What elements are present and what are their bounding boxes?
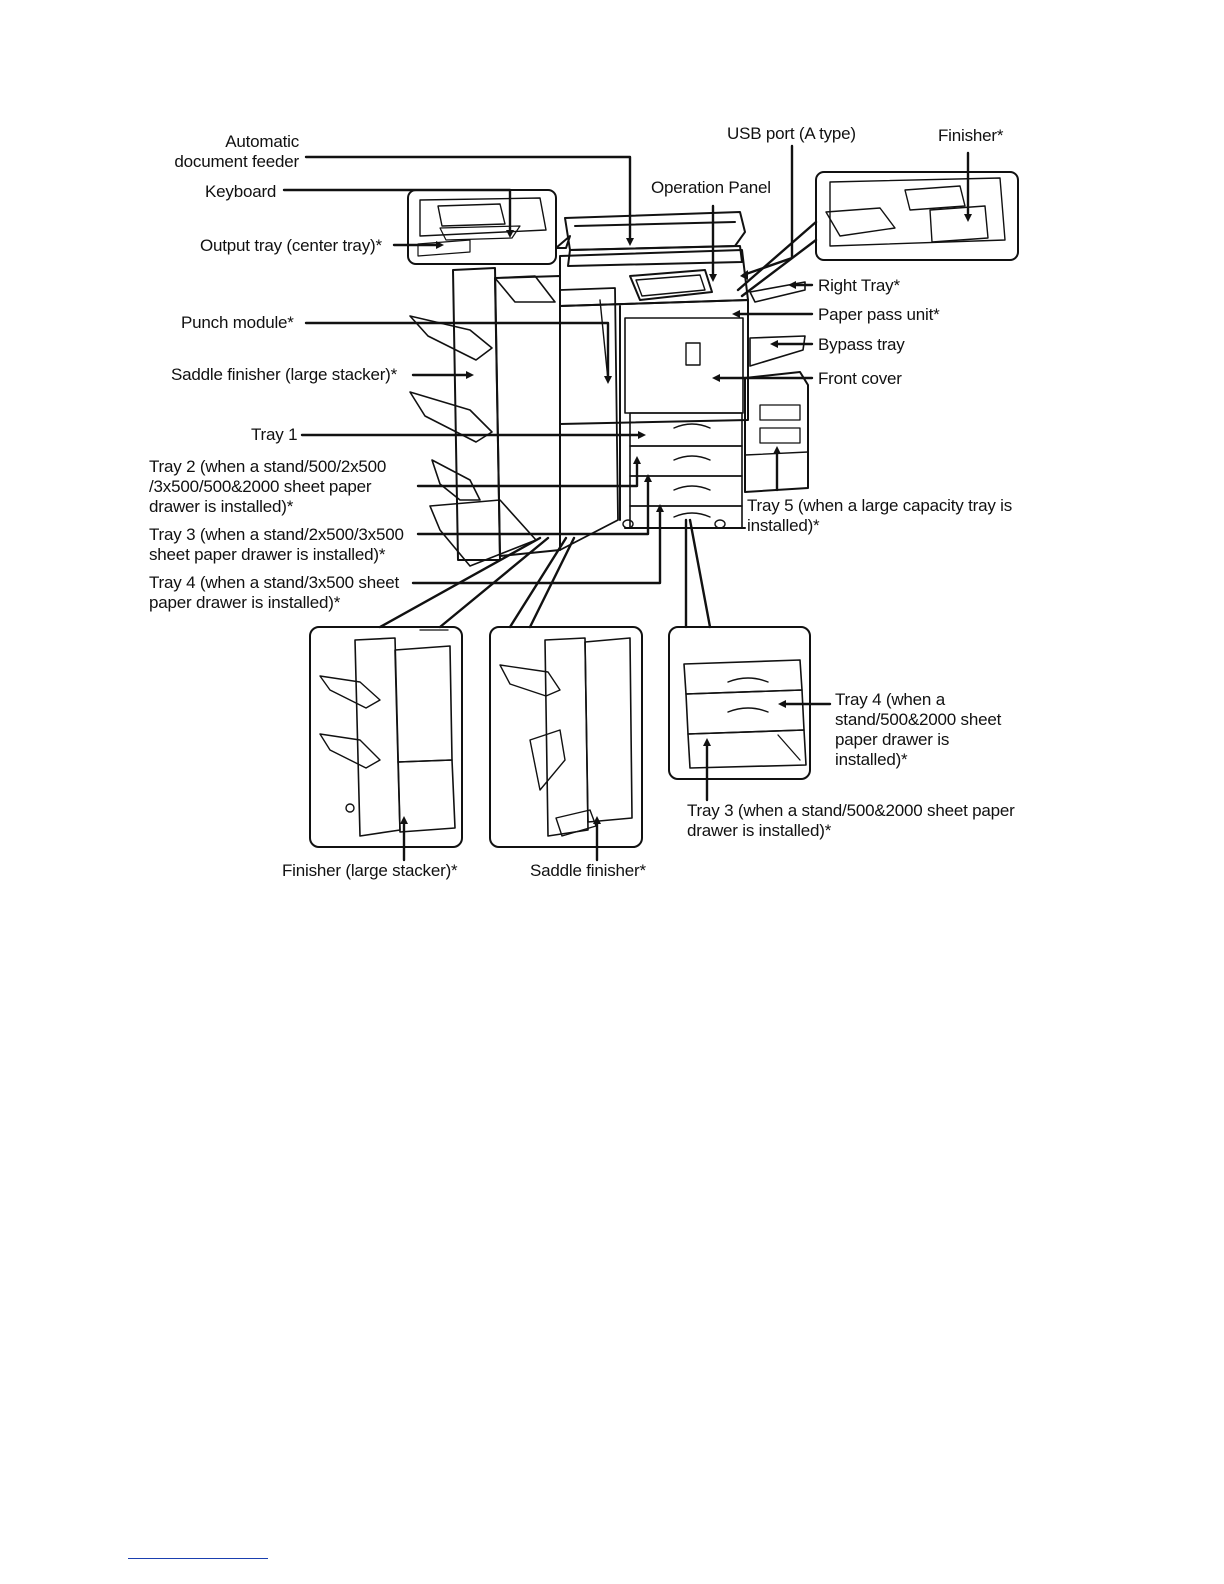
inset-finisher-frame [815, 171, 1019, 261]
label-output-tray: Output tray (center tray)* [200, 236, 382, 255]
label-tray-4: Tray 4 (when a stand/3x500 sheet paper d… [149, 573, 400, 612]
saddle-finisher-large-stacker [409, 267, 619, 567]
label-operation-panel: Operation Panel [651, 178, 771, 197]
label-usb-port: USB port (A type) [727, 124, 856, 143]
label-punch-module: Punch module* [181, 313, 294, 332]
label-front-cover: Front cover [818, 369, 902, 388]
label-automatic-document-feeder: Automatic document feeder [174, 132, 299, 171]
label-right-tray: Right Tray* [818, 276, 900, 295]
label-tray-2: Tray 2 (when a stand/500/2x500 /3x500/50… [149, 457, 387, 516]
label-finisher-large-stacker: Finisher (large stacker)* [282, 861, 458, 880]
leader-lines [282, 144, 970, 862]
inset-tray-500-2000-frame [668, 626, 811, 780]
label-saddle-finisher-large-stacker: Saddle finisher (large stacker)* [171, 365, 398, 384]
label-tray-5: Tray 5 (when a large capacity tray is in… [747, 496, 1013, 535]
label-keyboard: Keyboard [205, 182, 277, 201]
inset-saddle-finisher-frame [489, 626, 643, 848]
label-saddle-finisher: Saddle finisher* [530, 861, 646, 880]
footnote-rule [128, 1558, 268, 1559]
label-tray-4-alt: Tray 4 (when a stand/500&2000 sheet pape… [835, 690, 1002, 769]
label-finisher: Finisher* [938, 126, 1004, 145]
label-bypass-tray: Bypass tray [818, 335, 905, 354]
label-tray-3-alt: Tray 3 (when a stand/500&2000 sheet pape… [687, 801, 1015, 840]
copier-main-unit [559, 211, 809, 529]
label-paper-pass-unit: Paper pass unit* [818, 305, 940, 324]
inset-finisher-large-stacker-frame [309, 626, 463, 848]
label-tray-3: Tray 3 (when a stand/2x500/3x500 sheet p… [149, 525, 404, 564]
label-tray-1: Tray 1 [251, 425, 298, 444]
inset-center-tray-frame [407, 189, 571, 265]
